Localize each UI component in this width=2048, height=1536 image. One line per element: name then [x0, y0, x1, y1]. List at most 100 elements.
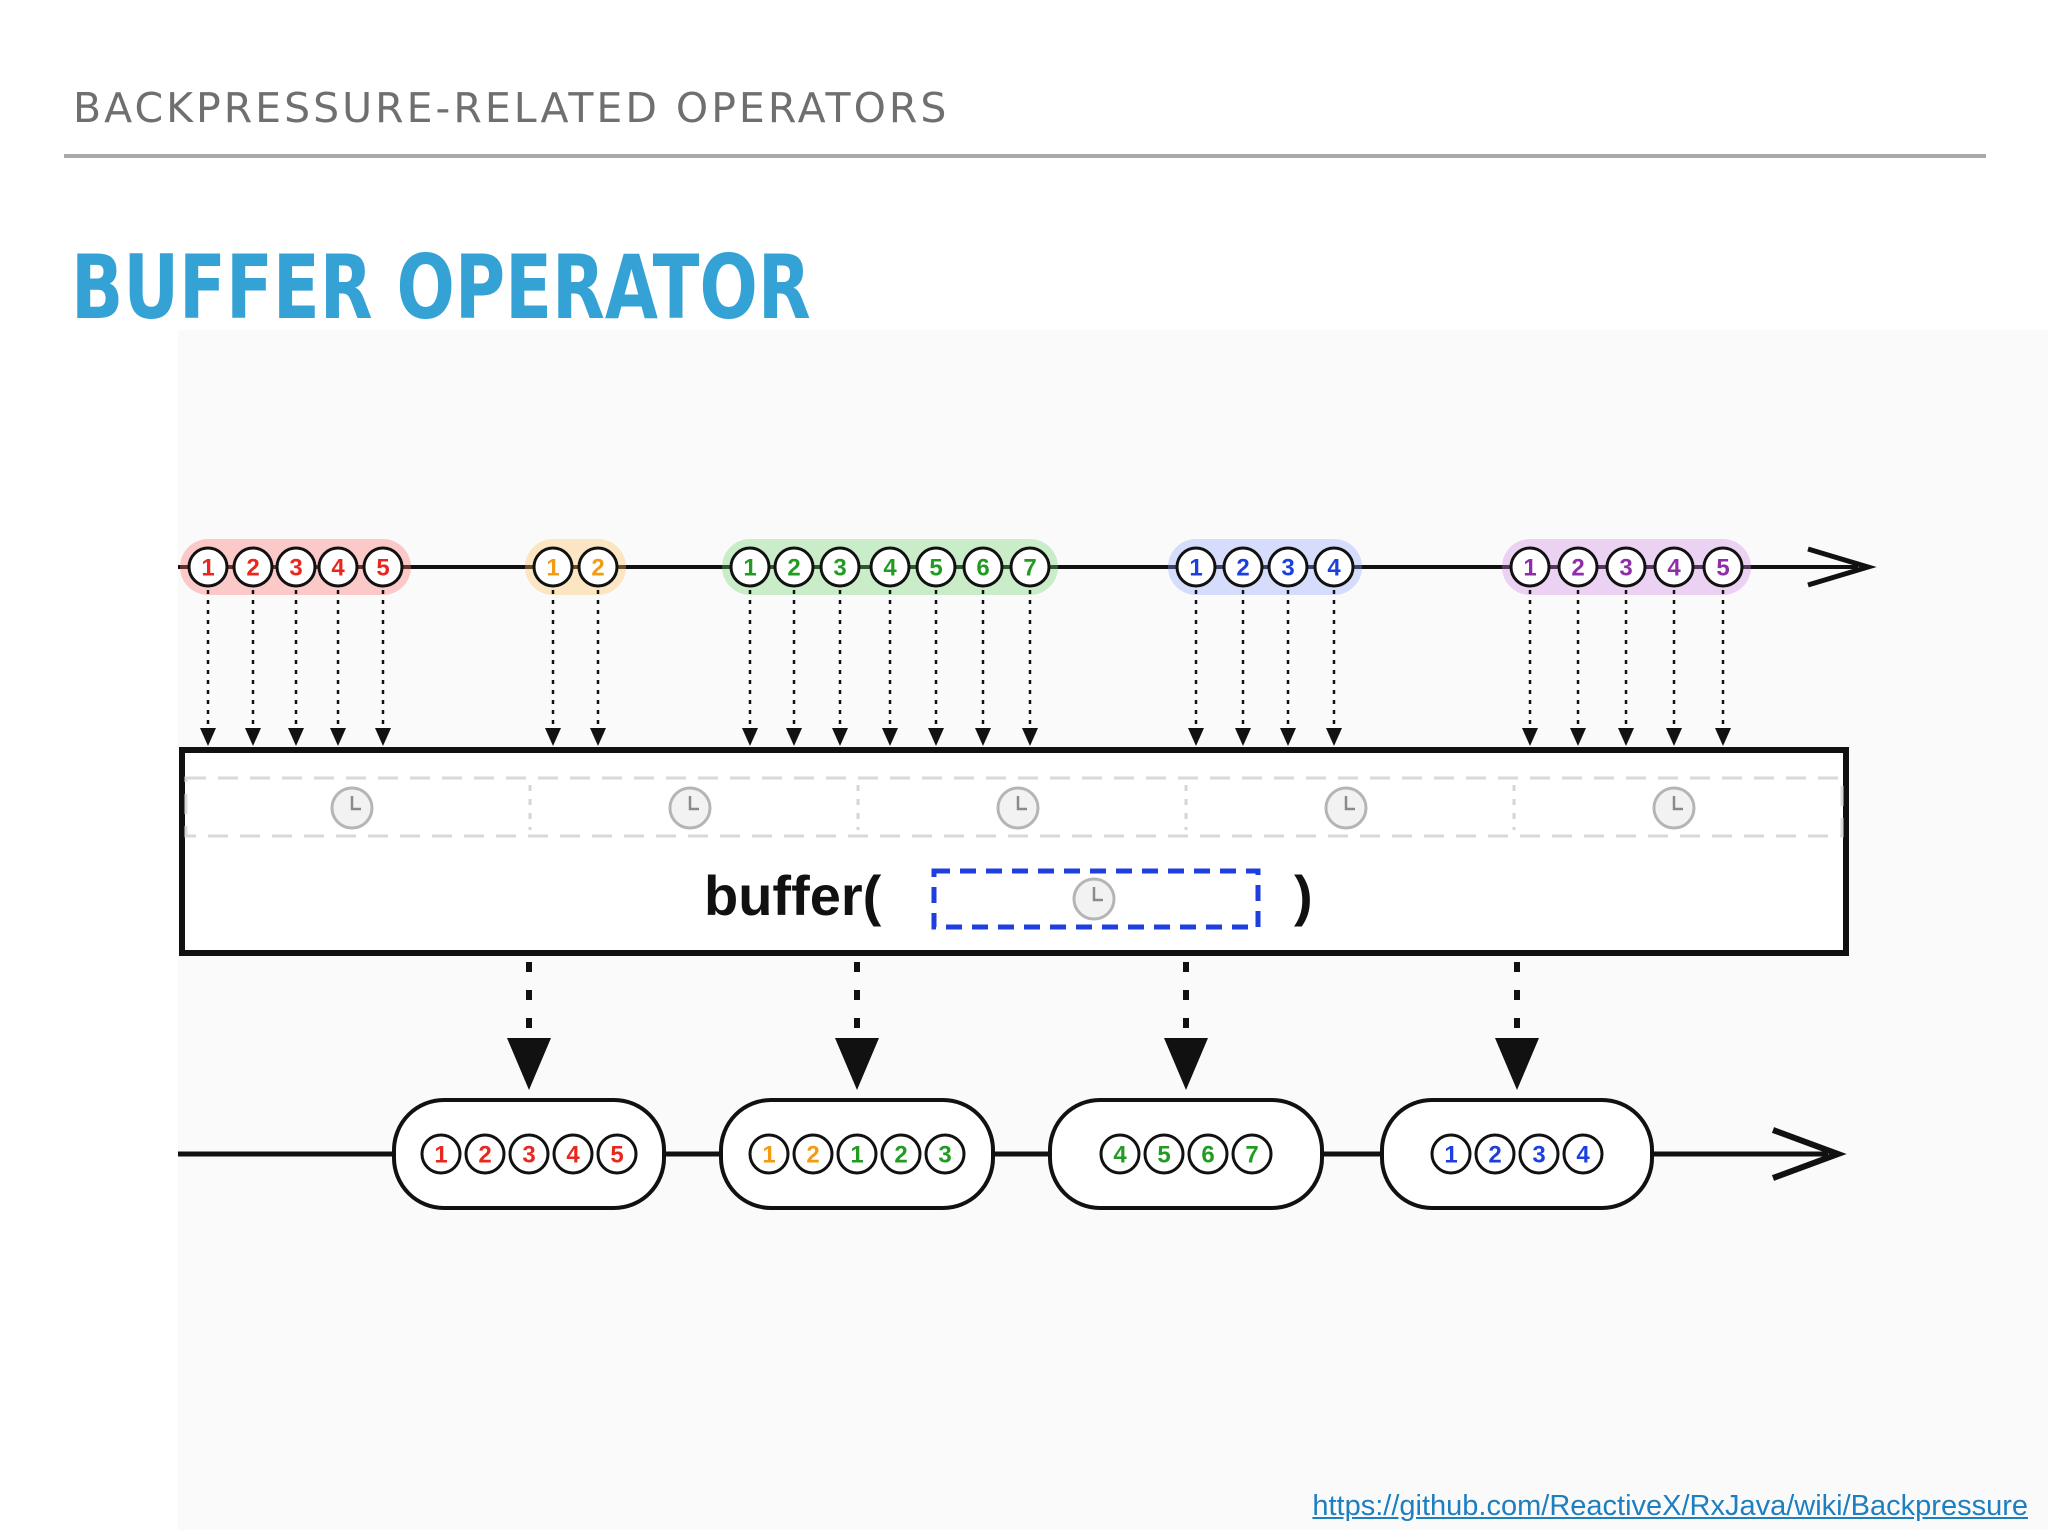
buffer-marble: 3: [508, 1133, 550, 1175]
input-marble-value: 1: [1523, 555, 1536, 582]
input-marble-value: 2: [591, 555, 604, 582]
buffer-marble-value: 5: [1157, 1142, 1170, 1169]
operator-timespan-box: [931, 868, 1261, 930]
emission-arrowhead-icon: [882, 728, 898, 746]
buffer-bundle: [1380, 1098, 1654, 1210]
buffer-marble-value: 4: [1113, 1142, 1127, 1169]
input-marble-value: 3: [1619, 555, 1632, 582]
operator-clock-icon: [1072, 877, 1116, 921]
emission-arrowhead-icon: [545, 728, 561, 746]
input-marble: 5: [915, 546, 957, 588]
emission-arrowhead-icon: [1618, 728, 1634, 746]
buffer-marble-value: 2: [1488, 1142, 1501, 1169]
input-marble-value: 4: [331, 555, 345, 582]
input-marble: 6: [962, 546, 1004, 588]
buffer-marble: 1: [836, 1133, 878, 1175]
emission-arrowhead-icon: [1326, 728, 1342, 746]
output-timeline-arrowhead-icon: [1771, 1127, 1847, 1181]
input-marble: 3: [1267, 546, 1309, 588]
source-link[interactable]: https://github.com/ReactiveX/RxJava/wiki…: [1312, 1490, 2028, 1522]
buffer-marble: 2: [464, 1133, 506, 1175]
slide-title: BUFFER OPERATOR: [71, 236, 811, 339]
emission-arrowhead-icon: [200, 728, 216, 746]
buffer-marble-value: 4: [566, 1142, 580, 1169]
input-marble: 1: [1175, 546, 1217, 588]
buffer-marble-value: 1: [850, 1142, 863, 1169]
emission-arrowhead-icon: [1235, 728, 1251, 746]
emission-arrowhead-icon: [1188, 728, 1204, 746]
emission-arrowhead-icon: [1715, 728, 1731, 746]
input-marble: 4: [1313, 546, 1355, 588]
buffer-marble-value: 2: [478, 1142, 491, 1169]
input-marble: 2: [577, 546, 619, 588]
input-marble: 3: [275, 546, 317, 588]
input-marble-value: 2: [246, 555, 259, 582]
buffer-marble-value: 7: [1245, 1142, 1258, 1169]
buffer-marble-value: 3: [938, 1142, 951, 1169]
emission-arrowhead-icon: [1280, 728, 1296, 746]
input-marble: 5: [1702, 546, 1744, 588]
input-marble-value: 1: [201, 555, 214, 582]
emission-arrowhead-icon: [832, 728, 848, 746]
buffer-marble: 3: [1518, 1133, 1560, 1175]
input-marble-value: 5: [376, 555, 389, 582]
clock-icon: [996, 786, 1040, 830]
buffer-marble: 4: [552, 1133, 594, 1175]
input-marble-value: 2: [1571, 555, 1584, 582]
input-marble: 2: [773, 546, 815, 588]
emission-arrowhead-icon: [786, 728, 802, 746]
buffer-marble-value: 6: [1201, 1142, 1214, 1169]
input-marble-value: 5: [1716, 555, 1729, 582]
clock-icon: [1324, 786, 1368, 830]
buffer-marble-value: 3: [522, 1142, 535, 1169]
input-timeline-arrowhead-icon: [1807, 546, 1877, 588]
emission-arrowhead-icon: [975, 728, 991, 746]
input-marble: 7: [1009, 546, 1051, 588]
input-marble-value: 3: [1281, 555, 1294, 582]
input-marble: 1: [187, 546, 229, 588]
operator-label: buffer(: [704, 864, 882, 927]
buffer-marble-value: 1: [434, 1142, 447, 1169]
emission-arrowhead-icon: [288, 728, 304, 746]
input-marble: 2: [1557, 546, 1599, 588]
input-marble: 1: [1509, 546, 1551, 588]
input-marble-value: 6: [976, 555, 989, 582]
input-marble-value: 2: [787, 555, 800, 582]
buffer-marble: 1: [748, 1133, 790, 1175]
buffer-marble: 7: [1231, 1133, 1273, 1175]
input-marble-value: 4: [1327, 555, 1341, 582]
timer-track: [184, 776, 1844, 838]
input-marble-value: 1: [743, 555, 756, 582]
input-marble-value: 7: [1023, 555, 1036, 582]
operator-close-paren: ): [1294, 864, 1313, 927]
input-marble-value: 3: [833, 555, 846, 582]
emission-arrowhead-icon: [1022, 728, 1038, 746]
input-marble: 4: [317, 546, 359, 588]
buffer-marble: 5: [1143, 1133, 1185, 1175]
emission-arrowhead-icon: [1666, 728, 1682, 746]
emission-arrowhead-icon: [245, 728, 261, 746]
emission-arrowhead-icon: [1522, 728, 1538, 746]
input-marble-value: 4: [883, 555, 897, 582]
buffer-marble: 1: [1430, 1133, 1472, 1175]
buffer-marble-value: 4: [1576, 1142, 1590, 1169]
buffer-marble: 5: [596, 1133, 638, 1175]
emission-arrowhead-icon: [590, 728, 606, 746]
buffer-marble-value: 5: [610, 1142, 623, 1169]
input-marble: 4: [869, 546, 911, 588]
buffer-marble: 4: [1562, 1133, 1604, 1175]
section-label: BACKPRESSURE-RELATED OPERATORS: [73, 84, 950, 132]
buffer-marble: 2: [1474, 1133, 1516, 1175]
clock-icon: [1652, 786, 1696, 830]
input-marble-value: 1: [546, 555, 559, 582]
input-marble: 4: [1653, 546, 1695, 588]
input-marble: 3: [1605, 546, 1647, 588]
input-group-glow: [1168, 539, 1362, 595]
input-marble-value: 4: [1667, 555, 1681, 582]
buffer-marble-value: 3: [1532, 1142, 1545, 1169]
buffer-marble: 2: [880, 1133, 922, 1175]
buffer-bundle: [1048, 1098, 1324, 1210]
clock-icon: [668, 786, 712, 830]
header-divider: [64, 154, 1986, 158]
emission-arrowhead-icon: [1570, 728, 1586, 746]
